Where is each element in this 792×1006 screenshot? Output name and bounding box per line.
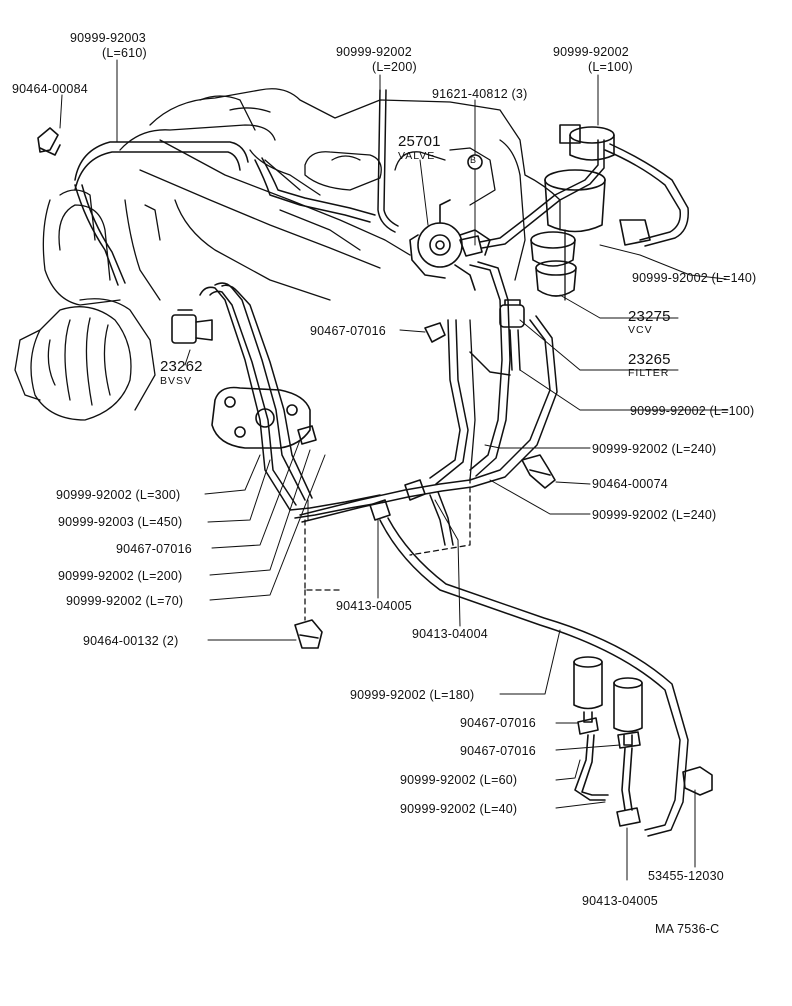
label-90999-92002-top: 90999-92002 bbox=[336, 45, 412, 59]
alternator bbox=[14, 189, 161, 421]
label-90999-92002-l40: 90999-92002 (L=40) bbox=[400, 802, 518, 816]
lower-canisters bbox=[573, 656, 643, 827]
label-90467-07016-mid: 90467-07016 bbox=[310, 324, 386, 338]
leader-lines bbox=[59, 59, 729, 881]
label-90467-07016-lower-a: 90467-07016 bbox=[460, 716, 536, 730]
label-90413-04005-upper: 90413-04005 bbox=[336, 599, 412, 613]
label-90999-92002-l60: 90999-92002 (L=60) bbox=[400, 773, 518, 787]
label-90999-92003-l450: 90999-92003 (L=450) bbox=[58, 515, 183, 529]
upper-canister bbox=[544, 124, 651, 246]
valve-25701-drawing bbox=[409, 199, 491, 291]
label-90464-00084: 90464-00084 bbox=[12, 82, 88, 96]
label-90999-92002-l300: 90999-92002 (L=300) bbox=[56, 488, 181, 502]
label-90999-92002-l200: 90999-92002 (L=200) bbox=[58, 569, 183, 583]
figure-id: MA 7536-C bbox=[655, 922, 720, 936]
small-parts bbox=[37, 127, 713, 796]
label-53455-12030: 53455-12030 bbox=[648, 869, 724, 883]
label-90467-07016-left: 90467-07016 bbox=[116, 542, 192, 556]
label-90999-92002-topright-length: (L=100) bbox=[588, 60, 633, 74]
label-90999-92003-length: (L=610) bbox=[102, 46, 147, 60]
label-circle-b: B bbox=[470, 155, 477, 165]
label-90999-92002-l180: 90999-92002 (L=180) bbox=[350, 688, 475, 702]
label-vcv-number: 23275 bbox=[628, 308, 671, 325]
label-90999-92002-l100: 90999-92002 (L=100) bbox=[630, 404, 755, 418]
label-90999-92002-l240-a: 90999-92002 (L=240) bbox=[592, 442, 717, 456]
label-90999-92002-top-length: (L=200) bbox=[372, 60, 417, 74]
label-bvsv-number: 23262 bbox=[160, 358, 203, 375]
label-filter-number: 23265 bbox=[628, 351, 671, 368]
label-90464-00132: 90464-00132 (2) bbox=[83, 634, 179, 648]
label-vcv-name: VCV bbox=[628, 324, 653, 336]
label-90413-04005-lower: 90413-04005 bbox=[582, 894, 658, 908]
label-90999-92002-l70: 90999-92002 (L=70) bbox=[66, 594, 184, 608]
vsv-bracket bbox=[211, 386, 311, 449]
label-valve-name: VALVE bbox=[398, 150, 436, 162]
filter-23265-drawing bbox=[499, 299, 525, 328]
label-90999-92002-topright: 90999-92002 bbox=[553, 45, 629, 59]
label-90413-04004: 90413-04004 bbox=[412, 627, 488, 641]
label-90999-92003: 90999-92003 bbox=[70, 31, 146, 45]
label-90467-07016-lower-b: 90467-07016 bbox=[460, 744, 536, 758]
label-bvsv-name: BVSV bbox=[160, 375, 193, 387]
bvsv-23262-drawing bbox=[171, 309, 213, 344]
engine-block bbox=[119, 88, 566, 621]
vcv-23275-drawing bbox=[530, 231, 577, 297]
label-filter-name: FILTER bbox=[628, 367, 670, 379]
label-valve-number: 25701 bbox=[398, 133, 441, 150]
label-90464-00074: 90464-00074 bbox=[592, 477, 668, 491]
label-90999-92002-l140: 90999-92002 (L=140) bbox=[632, 271, 757, 285]
label-91621-40812: 91621-40812 (3) bbox=[432, 87, 528, 101]
label-90999-92002-l240-b: 90999-92002 (L=240) bbox=[592, 508, 717, 522]
